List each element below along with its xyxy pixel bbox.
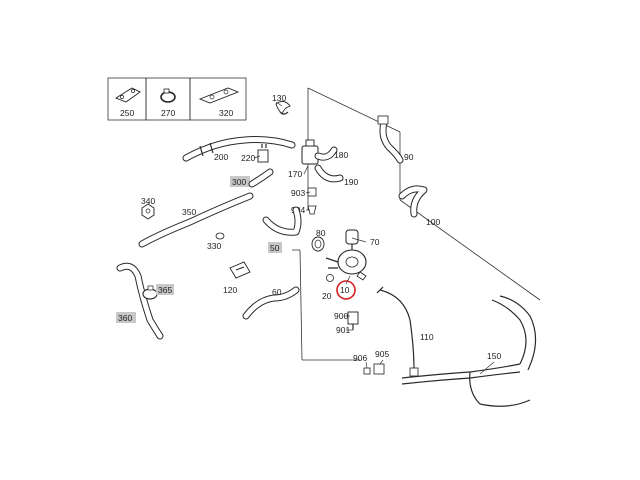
part-label-905: 905 (375, 349, 389, 359)
part-label-120: 120 (223, 285, 237, 295)
nut-340[interactable] (141, 203, 155, 220)
valve-170[interactable] (301, 139, 338, 165)
part-label-200: 200 (214, 152, 228, 162)
label-bg-365 (156, 284, 174, 295)
part-label-220: 220 (241, 153, 255, 163)
gasket-plate-icon (115, 87, 141, 103)
part-label-130: 130 (272, 93, 286, 103)
connector-906[interactable] (363, 367, 371, 375)
kit-box-250-number: 250 (120, 108, 134, 118)
kit-box-270-number: 270 (161, 108, 175, 118)
part-label-70: 70 (370, 237, 380, 247)
connector-905[interactable] (373, 363, 385, 375)
part-label-90: 90 (404, 152, 414, 162)
fitting-80[interactable] (311, 236, 325, 252)
kit-box-group: 250 270 320 (107, 77, 247, 121)
part-label-906: 906 (353, 353, 367, 363)
part-label-365: 365 (158, 285, 172, 295)
leader-lines (253, 101, 495, 375)
clamp-ring-icon (160, 88, 176, 103)
sensor-900[interactable] (347, 311, 359, 330)
rubber-mount-icon (198, 87, 240, 104)
part-label-100: 100 (426, 217, 440, 227)
kit-box-320[interactable] (189, 77, 247, 121)
part-label-901: 901 (336, 325, 350, 335)
hose-360[interactable] (116, 262, 164, 340)
part-label-190: 190 (344, 177, 358, 187)
part-label-903: 903 (291, 188, 305, 198)
hose-100[interactable] (398, 185, 428, 218)
part-label-10: 10 (340, 285, 350, 295)
bracket-220[interactable] (257, 144, 269, 163)
part-label-350: 350 (182, 207, 196, 217)
hose-300[interactable] (248, 168, 274, 188)
label-bg-300 (230, 176, 250, 187)
part-label-50: 50 (270, 243, 280, 253)
hose-200[interactable] (182, 136, 296, 162)
part-label-60: 60 (272, 287, 282, 297)
cable-110[interactable] (376, 286, 419, 377)
part-label-340: 340 (141, 196, 155, 206)
hose-50[interactable] (262, 206, 302, 236)
part-label-20: 20 (322, 291, 332, 301)
part-label-330: 330 (207, 241, 221, 251)
grommet-330[interactable] (215, 232, 225, 240)
clamp-365[interactable] (142, 285, 158, 300)
washer-20[interactable] (326, 274, 334, 282)
hose-60[interactable] (242, 286, 300, 320)
label-bg-360 (116, 312, 136, 323)
part-label-360: 360 (118, 313, 132, 323)
kit-box-320-number: 320 (219, 108, 233, 118)
part-label-150: 150 (487, 351, 501, 361)
fitting-904[interactable] (307, 205, 317, 215)
pump-assembly-10[interactable] (325, 229, 367, 281)
part-label-80: 80 (316, 228, 326, 238)
frame-lines (292, 87, 541, 361)
part-label-900: 900 (334, 311, 348, 321)
part-label-110: 110 (420, 332, 434, 342)
fitting-903[interactable] (307, 187, 317, 197)
hose-90[interactable] (377, 115, 404, 164)
hose-350[interactable] (138, 192, 254, 248)
part-label-180: 180 (334, 150, 348, 160)
part-label-300: 300 (232, 177, 246, 187)
hose-190[interactable] (314, 164, 344, 183)
part-label-170: 170 (288, 169, 302, 179)
highlight-circle-10[interactable] (336, 280, 356, 300)
label-bg-50 (268, 242, 282, 253)
harness-150[interactable] (401, 295, 537, 407)
bracket-120[interactable] (229, 261, 251, 279)
